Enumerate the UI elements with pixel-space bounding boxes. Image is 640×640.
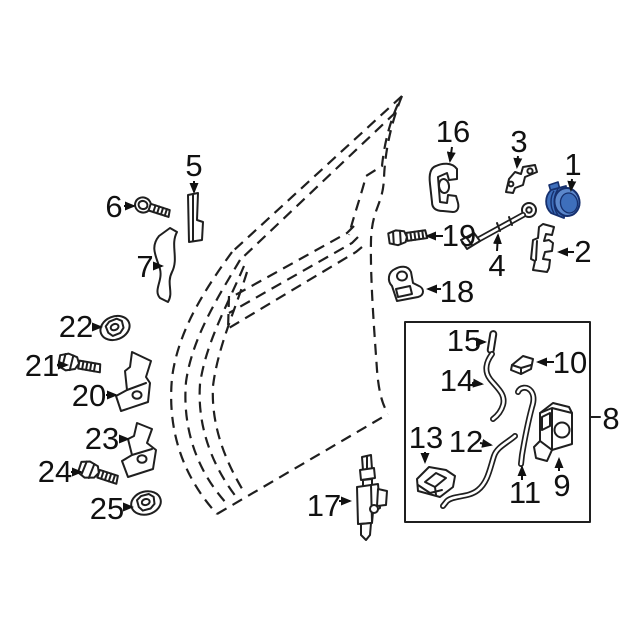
part-20-bracket [115, 351, 152, 412]
part-13-clip [416, 466, 456, 498]
part-19-bolt [387, 229, 429, 247]
parts-group-box [404, 321, 591, 523]
part-11-rod [515, 384, 537, 467]
part-4-rod [460, 202, 537, 250]
part-9-latch [533, 402, 573, 462]
callout-label-18: 18 [440, 274, 474, 309]
part-17-latch-assembly [356, 454, 388, 541]
part-25-nut [130, 490, 162, 516]
part-10-clip [510, 355, 534, 375]
part-12-rod [440, 433, 518, 509]
callout-label-10: 10 [553, 345, 587, 380]
callout-label-13: 13 [409, 420, 443, 455]
arrow-14 [471, 378, 484, 388]
part-24-bolt [76, 460, 119, 485]
callout-arrows [57, 146, 577, 512]
callout-label-24: 24 [38, 454, 72, 489]
callout-label-5: 5 [185, 148, 202, 183]
callout-label-6: 6 [105, 189, 122, 224]
callout-label-21: 21 [25, 348, 59, 383]
arrow-3 [513, 155, 523, 169]
callout-label-16: 16 [436, 114, 470, 149]
callout-label-8: 8 [602, 401, 619, 436]
part-18-striker-plate [387, 265, 424, 302]
callout-label-9: 9 [553, 468, 570, 503]
part-7-curved-strip [153, 227, 178, 303]
arrow-4 [492, 233, 502, 252]
callout-labels: 1 2 3 4 5 6 7 8 9 10 11 12 13 14 15 16 1… [25, 114, 620, 526]
callout-label-2: 2 [574, 234, 591, 269]
callout-label-23: 23 [85, 421, 119, 456]
arrow-16 [446, 146, 456, 163]
part-6-screw [134, 196, 171, 218]
callout-label-25: 25 [90, 491, 124, 526]
callout-label-19: 19 [442, 218, 476, 253]
part-15-pin [486, 330, 498, 354]
callout-label-12: 12 [449, 424, 483, 459]
part-16-bracket [428, 162, 460, 213]
part-1-lock-cylinder [545, 181, 581, 219]
callout-label-14: 14 [440, 363, 474, 398]
callout-label-1: 1 [564, 147, 581, 182]
part-22-nut [99, 314, 131, 342]
callout-label-17: 17 [307, 488, 341, 523]
callout-label-15: 15 [447, 323, 481, 358]
callout-label-20: 20 [72, 378, 106, 413]
callout-label-3: 3 [510, 124, 527, 159]
arrow-1 [567, 178, 577, 192]
part-5-strip [187, 192, 204, 243]
callout-label-7: 7 [136, 249, 153, 284]
part-14-rod [483, 351, 507, 422]
part-3-bracket [505, 164, 538, 194]
part-2-retainer-bracket [530, 223, 555, 273]
callout-label-11: 11 [509, 475, 541, 510]
part-23-bracket [121, 422, 157, 478]
callout-label-4: 4 [488, 248, 505, 283]
door-outline [170, 95, 404, 515]
callout-label-22: 22 [59, 309, 93, 344]
arrow-12 [479, 438, 493, 448]
